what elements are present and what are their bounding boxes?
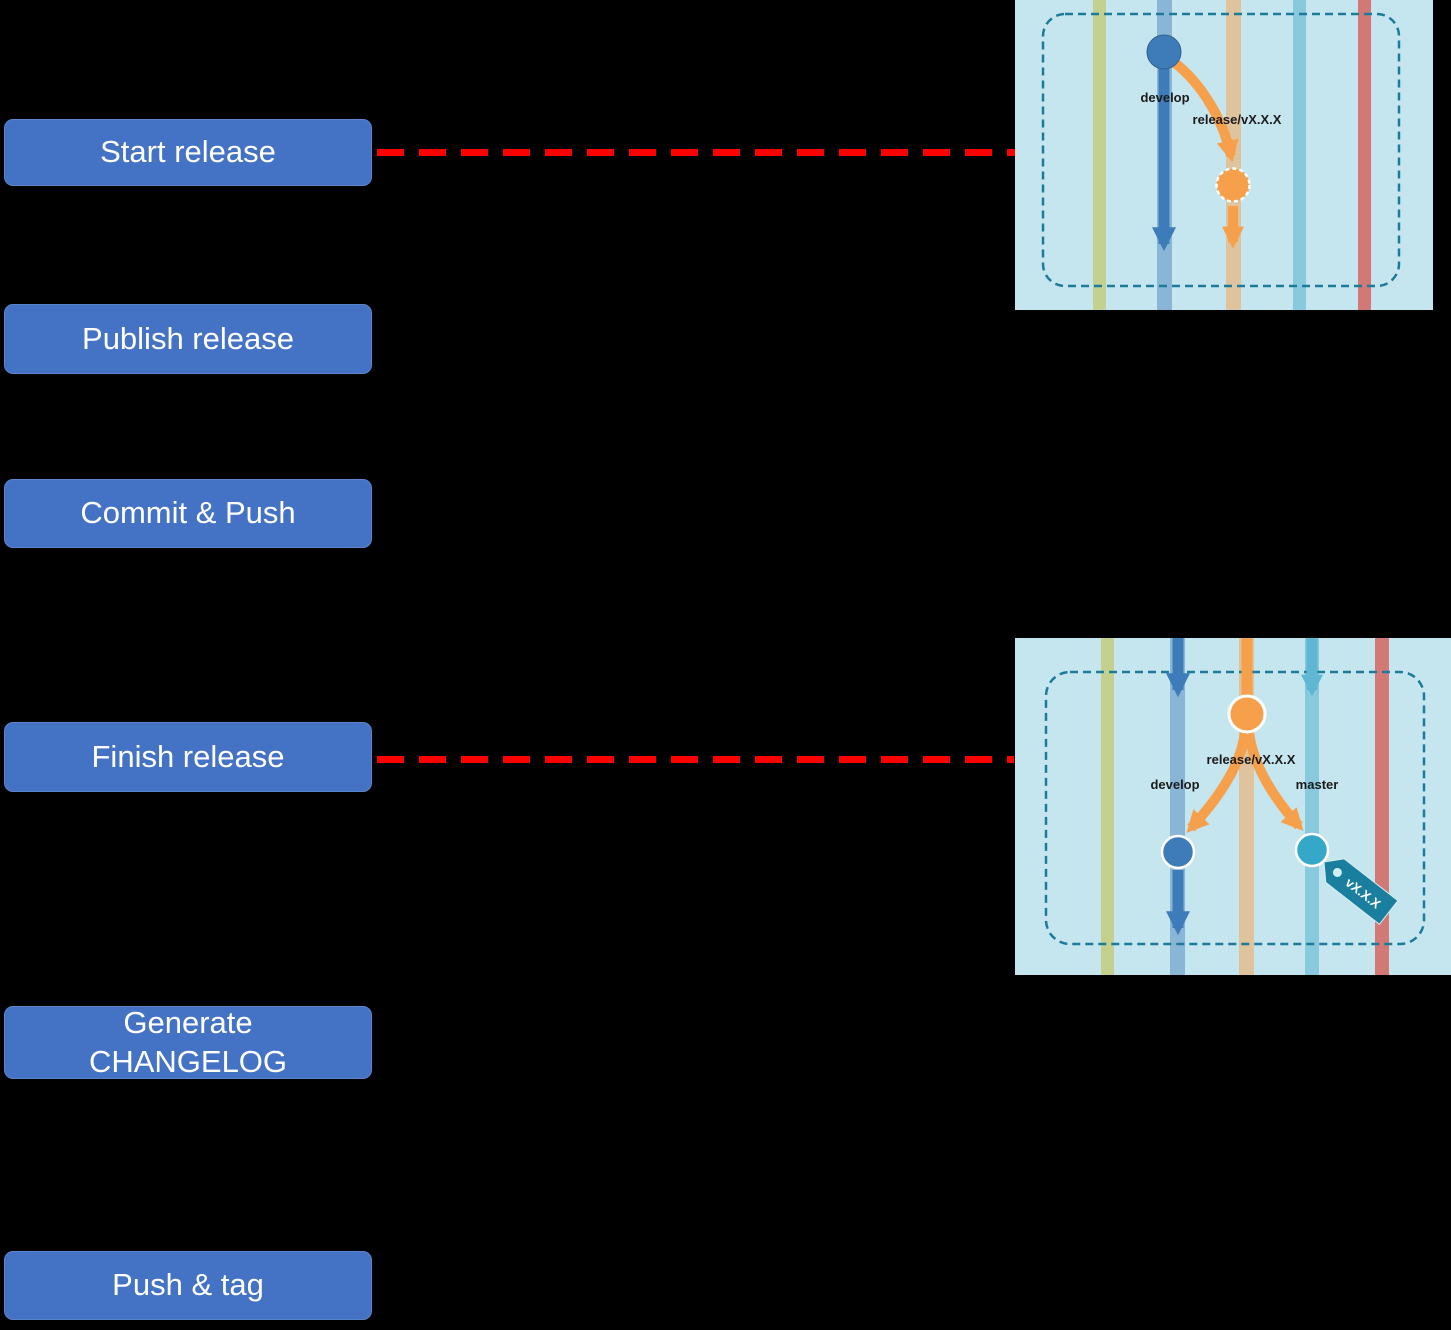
step-generate-changelog: Generate CHANGELOG (4, 1005, 372, 1079)
lane-feature (1101, 638, 1114, 975)
git-branch-diagram-finish-svg: vX.X.X release/vX.X.X develop master (1015, 638, 1451, 975)
version-tag-shape (1323, 858, 1399, 926)
branch-arrow-develop-to-release (1170, 58, 1239, 163)
commit-node-develop-merge (1160, 834, 1196, 870)
highlight-dashed-border (1044, 670, 1426, 946)
connector-start-release-dashed-line (377, 149, 1015, 156)
lane-master (1293, 0, 1306, 310)
label-release-branch: release/vX.X.X (1207, 752, 1296, 767)
commit-node-develop (1146, 34, 1182, 70)
lane-hotfix (1375, 638, 1389, 975)
connector-finish-release-dashed-line (377, 756, 1014, 763)
git-branch-diagram-start-svg: develop release/vX.X.X (1015, 0, 1433, 310)
step-publish-release: Publish release (4, 304, 372, 374)
merge-arrow-release-to-master (1244, 731, 1304, 831)
label-develop: develop (1140, 90, 1189, 105)
version-tag-hole (1332, 867, 1342, 877)
commit-node-master-merge (1294, 832, 1330, 868)
step-commit-push: Commit & Push (4, 479, 372, 548)
step-finish-release: Finish release (4, 722, 372, 792)
step-push-tag: Push & tag (4, 1251, 372, 1320)
label-master: master (1296, 777, 1339, 792)
label-release-branch: release/vX.X.X (1193, 112, 1282, 127)
git-branch-diagram-finish: vX.X.X release/vX.X.X develop master (1015, 638, 1451, 975)
commit-node-release (1227, 694, 1267, 734)
highlight-dashed-border (1041, 12, 1401, 288)
lane-hotfix (1358, 0, 1371, 310)
merge-arrow-release-to-develop (1186, 731, 1250, 833)
commit-node-release-new (1215, 167, 1251, 203)
git-branch-diagram-start: develop release/vX.X.X (1015, 0, 1433, 310)
step-start-release: Start release (4, 119, 372, 186)
lane-master (1305, 638, 1319, 975)
label-develop: develop (1150, 777, 1199, 792)
lane-feature (1093, 0, 1106, 310)
